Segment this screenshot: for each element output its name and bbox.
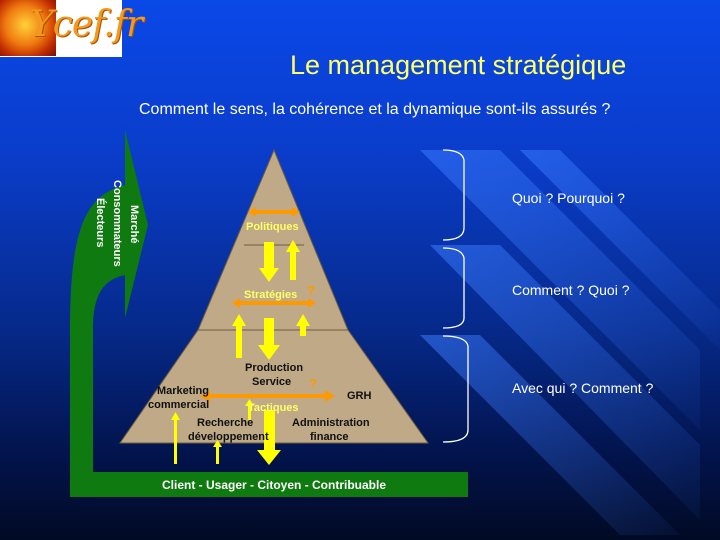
question-comment-quoi: Comment ? Quoi ?: [512, 282, 630, 298]
label-administration: Administration: [292, 417, 370, 429]
label-consommateurs: Consommateurs: [111, 180, 123, 267]
brace-middle: [442, 247, 465, 329]
label-production: Production: [245, 362, 303, 374]
right-braces: [442, 149, 469, 443]
label-developpement: développement: [188, 431, 269, 443]
label-marketing: Marketing: [157, 385, 209, 397]
question-quoi-pourquoi: Quoi ? Pourquoi ?: [512, 190, 625, 206]
page-title: Le management stratégique: [290, 50, 627, 80]
yellow-arrows: [171, 240, 310, 465]
pyramid-labels: Politiques Stratégies Tactiques Producti…: [148, 221, 372, 443]
logo: Ycef.fr: [0, 0, 143, 57]
logo-text: Ycef.fr: [30, 4, 143, 45]
label-commercial: commercial: [148, 399, 209, 411]
label-recherche: Recherche: [197, 417, 253, 429]
brace-top: [442, 149, 465, 241]
label-politiques: Politiques: [246, 221, 299, 233]
svg-text:?: ?: [307, 283, 315, 298]
market-labels: Marché Consommateurs Électeurs: [94, 180, 140, 267]
label-electeurs: Électeurs: [94, 198, 107, 248]
question-marks: ? ?: [307, 283, 317, 391]
label-strategies: Stratégies: [244, 289, 297, 301]
label-tactiques: Tactiques: [248, 402, 299, 414]
label-marche: Marché: [128, 205, 140, 244]
brace-bottom: [442, 335, 469, 443]
svg-text:?: ?: [309, 376, 317, 391]
label-finance: finance: [310, 431, 349, 443]
label-grh: GRH: [347, 390, 372, 402]
question-avec-qui: Avec qui ? Comment ?: [512, 380, 654, 396]
label-service: Service: [252, 376, 291, 388]
orange-arrows: [200, 207, 335, 402]
page-subtitle: Comment le sens, la cohérence et la dyna…: [139, 101, 611, 118]
client-label: Client - Usager - Citoyen - Contribuable: [162, 478, 386, 492]
sun-logo-icon: [0, 0, 56, 56]
background-stripes: [420, 150, 720, 535]
